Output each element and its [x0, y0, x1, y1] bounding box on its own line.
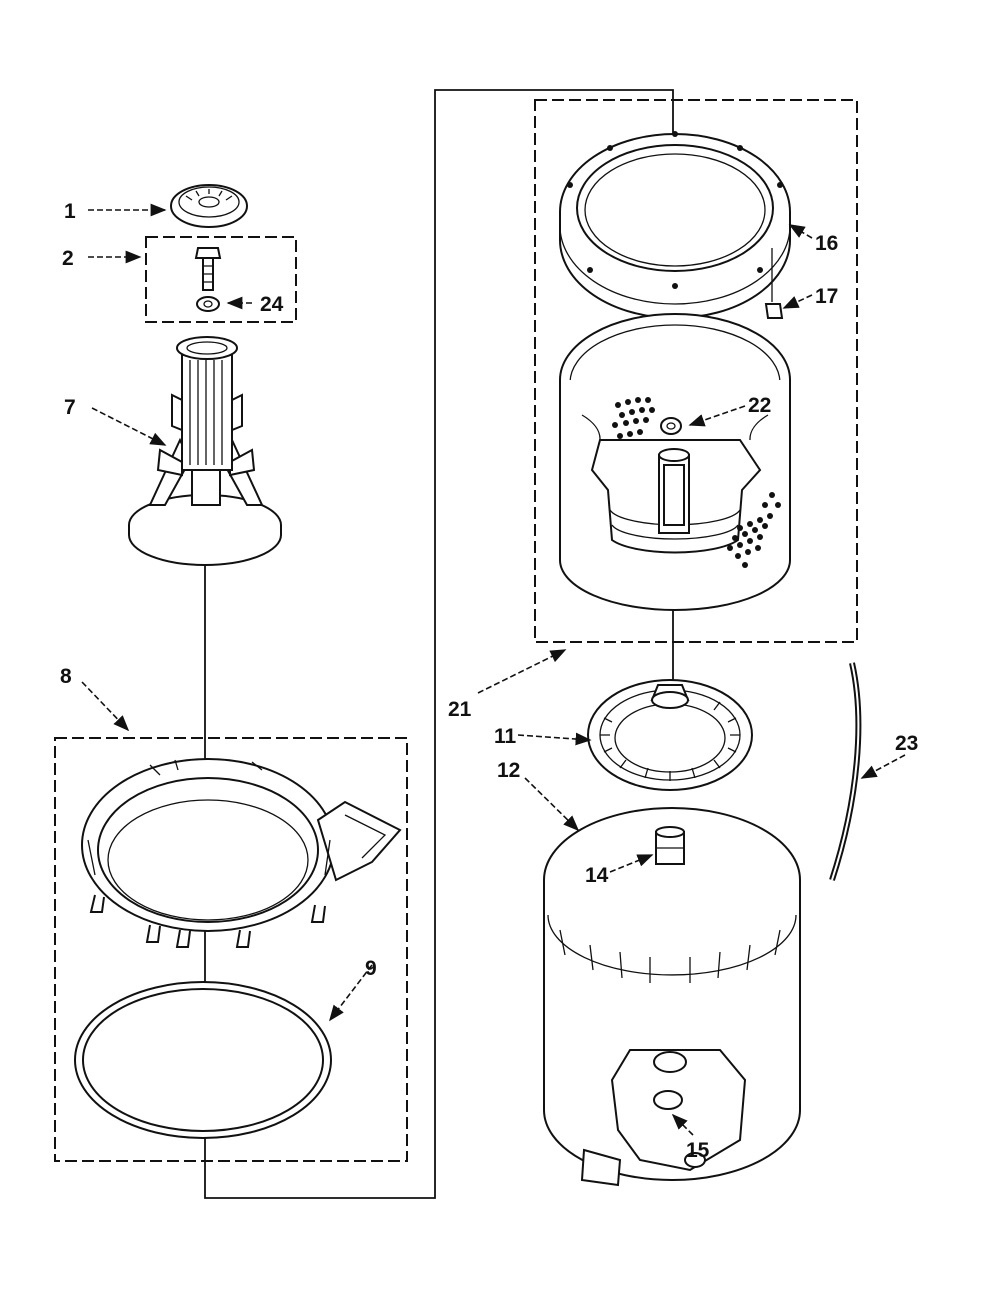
callout-15: 15: [686, 1139, 710, 1162]
callout-1: 1: [64, 200, 76, 223]
part-9-ring: [74, 981, 332, 1139]
part-22-nut: [660, 417, 682, 435]
part-23-hose: [829, 662, 862, 881]
callout-11: 11: [494, 725, 517, 748]
callout-14: 14: [585, 864, 609, 887]
callout-17: 17: [815, 285, 838, 308]
part-7-agitator: [128, 336, 282, 566]
callout-21: 21: [448, 698, 472, 721]
part-16-balance-ring: [559, 131, 791, 319]
part-8-tub-ring: [81, 758, 402, 948]
group-box-21: [534, 99, 858, 643]
part-12-outer-tub: [543, 807, 801, 1187]
callout-12: 12: [497, 759, 520, 782]
callout-23: 23: [895, 732, 918, 755]
callout-24: 24: [260, 293, 284, 316]
leader-arrows: [81, 203, 906, 1136]
part-24-washer: [196, 296, 220, 312]
part-11-hub: [587, 679, 753, 791]
part-14-seal: [655, 826, 685, 865]
part-2-bolt: [194, 247, 222, 291]
callout-7: 7: [64, 396, 76, 419]
callout-8: 8: [60, 665, 72, 688]
part-1-cap: [170, 184, 248, 228]
callout-2: 2: [62, 247, 74, 270]
part-21-basket: [559, 313, 791, 611]
callout-22: 22: [748, 394, 771, 417]
callout-16: 16: [815, 232, 838, 255]
callout-9: 9: [365, 957, 377, 980]
part-17-clip: [764, 248, 784, 319]
group-box-2: [145, 236, 297, 323]
group-box-8: [54, 737, 408, 1162]
